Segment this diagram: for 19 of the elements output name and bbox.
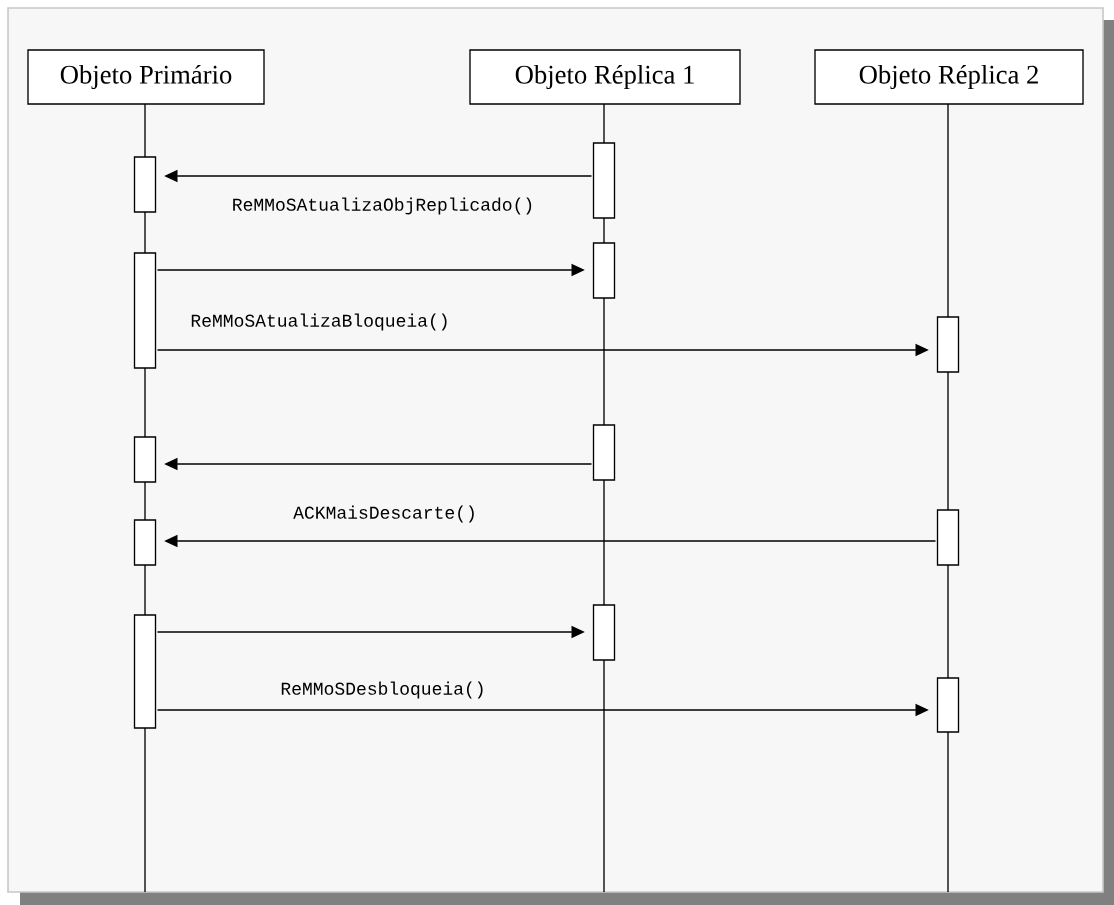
activation-bar (133, 519, 157, 566)
activation-bar (133, 252, 157, 369)
edge-label: ACKMaisDescarte() (293, 505, 474, 523)
activation-bar (592, 142, 616, 219)
activation-bar (592, 424, 616, 481)
object-box: Objeto Réplica 1 (469, 49, 741, 105)
object-box: Objeto Réplica 2 (814, 49, 1084, 105)
edge-label: ReMMoSAtualizaBloqueia() (191, 313, 447, 331)
activation-bar (133, 436, 157, 483)
activation-bar (133, 156, 157, 213)
edge-label: ReMMoSDesbloqueia() (281, 681, 483, 699)
activation-bar (936, 509, 960, 566)
activation-bar (133, 614, 157, 729)
object-box: Objeto Primário (27, 49, 265, 105)
activation-bar (936, 316, 960, 373)
edge-label: ReMMoSAtualizaObjReplicado() (233, 197, 532, 215)
activation-bar (936, 677, 960, 733)
activation-bar (592, 604, 616, 661)
activation-bar (592, 242, 616, 299)
